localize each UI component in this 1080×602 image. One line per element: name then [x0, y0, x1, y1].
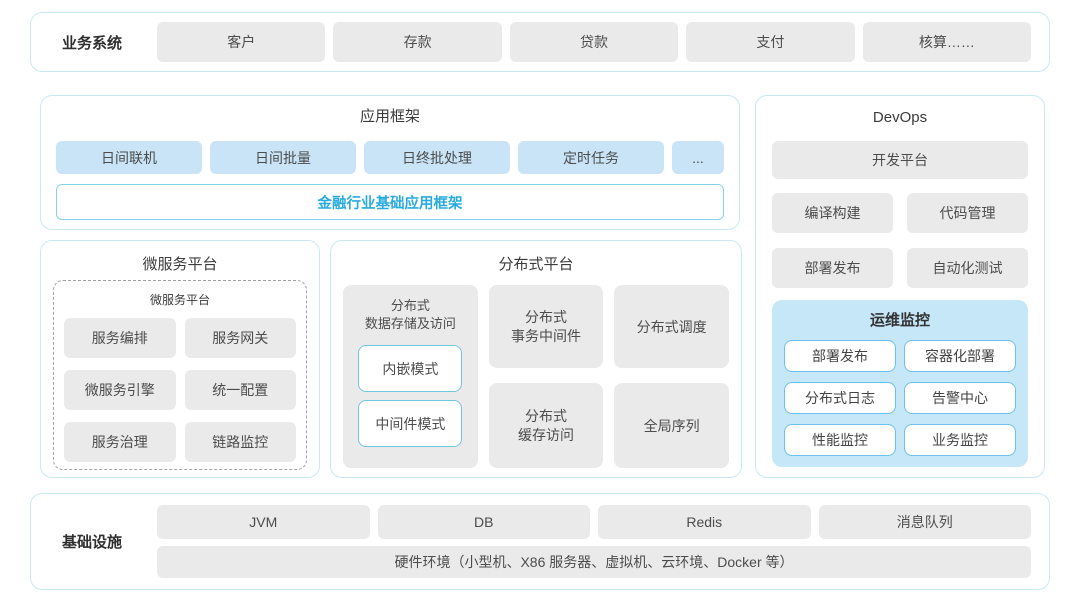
- ops-item-performance-monitor: 性能监控: [784, 424, 896, 456]
- business-item-deposit: 存款: [333, 22, 502, 62]
- infrastructure-panel: 基础设施 JVM DB Redis 消息队列 硬件环境（小型机、X86 服务器、…: [30, 493, 1050, 590]
- hardware-environment-bar: 硬件环境（小型机、X86 服务器、虚拟机、云环境、Docker 等）: [157, 546, 1031, 578]
- distributed-storage-box: 分布式 数据存储及访问 内嵌模式 中间件模式: [343, 285, 478, 468]
- ops-item-business-monitor: 业务监控: [904, 424, 1016, 456]
- microservice-panel: 微服务平台 微服务平台 服务编排 服务网关 微服务引擎 统一配置 服务治理 链路…: [40, 240, 320, 478]
- distributed-column-right: 分布式调度 全局序列: [614, 285, 730, 468]
- app-item-daytime-online: 日间联机: [56, 141, 202, 174]
- business-item-customer: 客户: [157, 22, 326, 62]
- distributed-grid: 分布式 数据存储及访问 内嵌模式 中间件模式 分布式 事务中间件 分布式 缓存访…: [343, 285, 730, 468]
- infra-item-jvm: JVM: [157, 505, 370, 539]
- microservice-inner-title: 微服务平台: [149, 293, 210, 307]
- devops-grid: 编译构建 代码管理 部署发布 自动化测试: [772, 193, 1028, 288]
- devops-item-build: 编译构建: [772, 193, 893, 233]
- micro-item-config: 统一配置: [184, 370, 296, 410]
- business-systems-label: 业务系统: [61, 34, 122, 52]
- app-framework-row: 日间联机 日间批量 日终批处理 定时任务 ...: [56, 141, 724, 174]
- app-item-more: ...: [672, 141, 724, 174]
- finance-base-framework-bar: 金融行业基础应用框架: [56, 184, 724, 220]
- infra-item-redis: Redis: [598, 505, 811, 539]
- micro-item-orchestration: 服务编排: [64, 318, 176, 358]
- dist-item-scheduling: 分布式调度: [614, 285, 730, 368]
- business-item-accounting: 核算……: [862, 22, 1032, 62]
- storage-mode-embedded: 内嵌模式: [358, 345, 463, 393]
- ops-item-alert-center: 告警中心: [904, 382, 1016, 414]
- devops-item-code-mgmt: 代码管理: [907, 193, 1028, 233]
- dist-item-global-sequence: 全局序列: [614, 383, 730, 468]
- business-item-loan: 贷款: [509, 22, 679, 62]
- infra-item-db: DB: [377, 505, 590, 539]
- distributed-storage-title: 分布式 数据存储及访问: [364, 298, 456, 331]
- microservice-title: 微服务平台: [142, 256, 218, 273]
- devops-item-deploy: 部署发布: [772, 248, 893, 288]
- app-item-scheduled-task: 定时任务: [518, 141, 664, 174]
- devops-title: DevOps: [872, 109, 928, 126]
- ops-item-deploy-release: 部署发布: [784, 340, 896, 372]
- micro-item-governance: 服务治理: [64, 422, 176, 462]
- infrastructure-row: JVM DB Redis 消息队列: [157, 505, 1031, 539]
- infrastructure-content: JVM DB Redis 消息队列 硬件环境（小型机、X86 服务器、虚拟机、云…: [157, 505, 1031, 578]
- app-item-eod-batch: 日终批处理: [364, 141, 510, 174]
- micro-item-tracing: 链路监控: [184, 422, 296, 462]
- app-framework-panel: 应用框架 日间联机 日间批量 日终批处理 定时任务 ... 金融行业基础应用框架: [40, 95, 740, 230]
- microservice-grid: 服务编排 服务网关 微服务引擎 统一配置 服务治理 链路监控: [64, 318, 296, 462]
- micro-item-gateway: 服务网关: [184, 318, 296, 358]
- infra-item-mq: 消息队列: [818, 505, 1031, 539]
- ops-item-container-deploy: 容器化部署: [904, 340, 1016, 372]
- business-item-payment: 支付: [686, 22, 855, 62]
- business-systems-row: 客户 存款 贷款 支付 核算……: [157, 22, 1032, 62]
- distributed-column-middle: 分布式 事务中间件 分布式 缓存访问: [488, 285, 604, 468]
- ops-monitoring-grid: 部署发布 容器化部署 分布式日志 告警中心 性能监控 业务监控: [784, 340, 1016, 456]
- dist-item-transaction-middleware: 分布式 事务中间件: [488, 285, 604, 368]
- dist-item-cache-access: 分布式 缓存访问: [488, 383, 604, 468]
- distributed-panel: 分布式平台 分布式 数据存储及访问 内嵌模式 中间件模式 分布式 事务中间件 分…: [330, 240, 742, 478]
- devops-item-dev-platform: 开发平台: [772, 141, 1028, 179]
- app-framework-title: 应用框架: [359, 108, 420, 125]
- micro-item-engine: 微服务引擎: [64, 370, 176, 410]
- business-systems-panel: 业务系统 客户 存款 贷款 支付 核算……: [30, 12, 1050, 72]
- ops-item-distributed-log: 分布式日志: [784, 382, 896, 414]
- microservice-inner-box: 微服务平台 服务编排 服务网关 微服务引擎 统一配置 服务治理 链路监控: [53, 280, 307, 470]
- ops-monitoring-panel: 运维监控 部署发布 容器化部署 分布式日志 告警中心 性能监控 业务监控: [772, 300, 1028, 467]
- devops-item-auto-test: 自动化测试: [907, 248, 1028, 288]
- distributed-title: 分布式平台: [498, 256, 574, 273]
- app-item-daytime-batch: 日间批量: [210, 141, 356, 174]
- infrastructure-label: 基础设施: [61, 534, 122, 551]
- devops-panel: DevOps 开发平台 编译构建 代码管理 部署发布 自动化测试 运维监控 部署…: [755, 95, 1045, 478]
- storage-mode-middleware: 中间件模式: [358, 400, 463, 448]
- ops-monitoring-title: 运维监控: [869, 312, 930, 329]
